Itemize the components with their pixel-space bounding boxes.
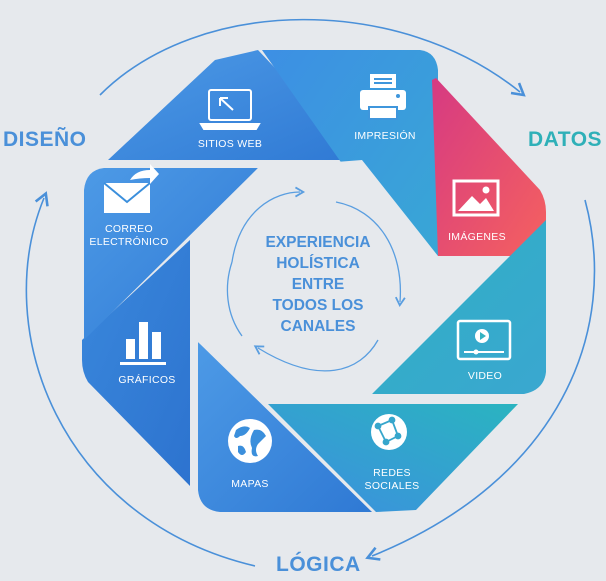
video-icon bbox=[456, 319, 512, 361]
segment-label-correo: CORREO ELECTRÓNICO bbox=[89, 223, 169, 248]
segment-label-sitios-web: SITIOS WEB bbox=[197, 138, 263, 150]
segment-shape-mapas bbox=[198, 342, 372, 512]
segment-label-redes-sociales: REDES SOCIALES bbox=[364, 467, 420, 492]
network-globe-icon bbox=[371, 414, 407, 450]
segment-label-imagenes: IMÁGENES bbox=[448, 231, 506, 243]
segment-shape-video bbox=[372, 220, 546, 394]
segment-label-video: VIDEO bbox=[467, 370, 503, 382]
corner-label-data: DATOS bbox=[528, 128, 603, 151]
segment-label-graficos: GRÁFICOS bbox=[118, 374, 176, 386]
segment-label-impresion: IMPRESIÓN bbox=[354, 130, 416, 142]
inner-arrow-top bbox=[231, 186, 306, 263]
segment-shape-sitios-web bbox=[108, 50, 362, 160]
globe-icon bbox=[228, 419, 272, 463]
center-text: EXPERIENCIA HOLÍSTICA ENTRE TODOS LOS CA… bbox=[265, 234, 371, 335]
outer-arrow-left bbox=[25, 191, 256, 567]
laptop-icon bbox=[199, 89, 261, 130]
inner-arrow-right bbox=[335, 201, 406, 308]
printer-icon bbox=[360, 74, 406, 120]
segment-shape-imagenes bbox=[432, 78, 546, 256]
corner-label-logic: LÓGICA bbox=[276, 553, 361, 576]
email-icon bbox=[103, 164, 159, 213]
outer-arrow-right bbox=[365, 199, 596, 561]
inner-arrow-bottom bbox=[253, 339, 379, 372]
segment-label-mapas: MAPAS bbox=[231, 478, 269, 490]
bar-chart-icon bbox=[120, 322, 166, 365]
outer-arrow-top bbox=[99, 18, 526, 97]
corner-label-design: DISEÑO bbox=[3, 128, 87, 151]
image-icon bbox=[452, 179, 500, 217]
inner-arrow-left bbox=[226, 261, 243, 337]
segment-shape-redes-sociales bbox=[268, 404, 518, 512]
